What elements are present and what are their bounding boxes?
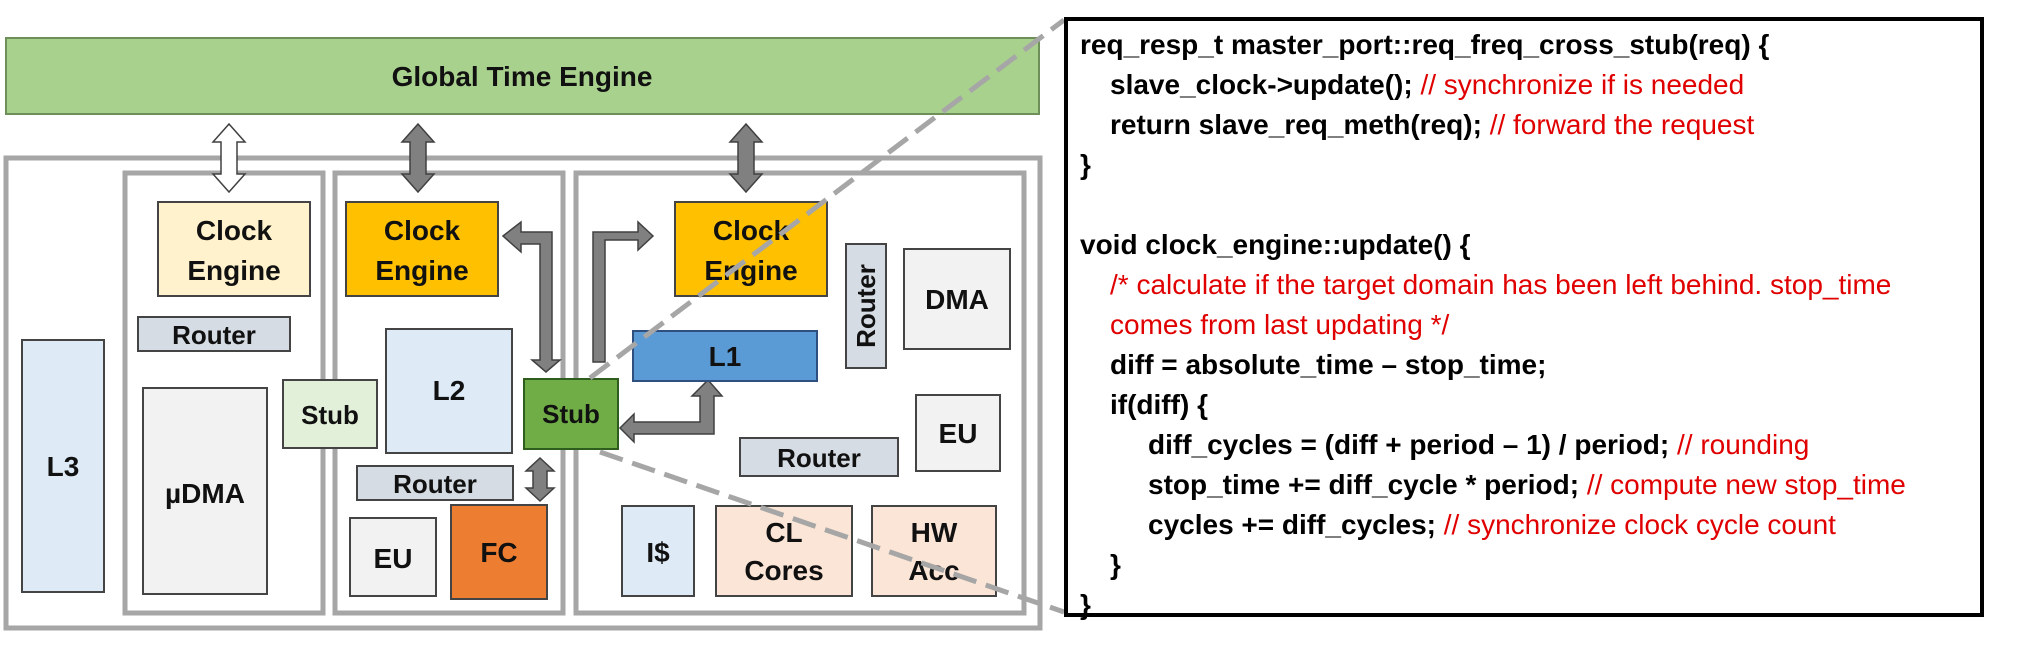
svg-text:Stub: Stub [542, 399, 600, 429]
code-comment: // forward the request [1489, 109, 1755, 140]
code-line: slave_clock->update(); // synchronize if… [1080, 65, 1980, 105]
svg-text:Clock: Clock [384, 215, 461, 246]
code-line: } [1080, 585, 1980, 625]
clock-engine-soc: Clock Engine [345, 201, 499, 297]
icache-block: I$ [621, 505, 695, 597]
svg-text:Router: Router [172, 320, 256, 350]
arrow-clock-engine-soc-to-stub [501, 220, 563, 373]
code-line: req_resp_t master_port::req_freq_cross_s… [1080, 25, 1980, 65]
svg-text:Clock: Clock [713, 215, 790, 246]
code-line: } [1080, 145, 1980, 185]
udma-block: µDMA [142, 387, 268, 595]
svg-text:Engine: Engine [704, 255, 797, 286]
code-text: return slave_req_meth(req); [1110, 109, 1490, 140]
code-text: req_resp_t master_port::req_freq_cross_s… [1080, 29, 1770, 60]
svg-text:L3: L3 [47, 451, 80, 482]
router-soc: Router [356, 465, 514, 501]
svg-text:Router: Router [777, 443, 861, 473]
router-udma: Router [137, 316, 291, 352]
code-line: stop_time += diff_cycle * period; // com… [1080, 465, 1980, 505]
code-line [1080, 185, 1980, 225]
svg-text:I$: I$ [646, 537, 670, 568]
l3-block: L3 [21, 339, 105, 593]
router-cluster: Router [739, 437, 899, 477]
callout-line-bottom [599, 449, 1065, 615]
clock-engine-udma: Clock Engine [157, 201, 311, 297]
code-text: } [1080, 149, 1091, 180]
double-arrow-gte-to-udma [211, 122, 247, 194]
svg-text:Acc: Acc [908, 555, 959, 586]
svg-text:Engine: Engine [375, 255, 468, 286]
code-text: diff_cycles = (diff + period – 1) / peri… [1148, 429, 1678, 460]
chip-outer-box [3, 155, 1043, 631]
code-line: if(diff) { [1080, 385, 1980, 425]
code-comment: // synchronize if is needed [1420, 69, 1745, 100]
code-comment: /* calculate if the target domain has be… [1110, 269, 1892, 300]
code-comment: // compute new stop_time [1586, 469, 1906, 500]
dma-block: DMA [903, 248, 1011, 350]
cl-cores-block: CL Cores [715, 505, 853, 597]
l2-block: L2 [385, 328, 513, 454]
callout-line-top [588, 18, 1066, 380]
svg-text:EU: EU [939, 418, 978, 449]
double-arrow-stub-to-router-soc [524, 456, 556, 503]
svg-text:HW: HW [911, 517, 958, 548]
code-text: diff = absolute_time – stop_time; [1110, 349, 1547, 380]
fc-block: FC [450, 504, 548, 600]
code-text: cycles += diff_cycles; [1148, 509, 1444, 540]
code-comment: // rounding [1677, 429, 1810, 460]
code-text: } [1110, 549, 1121, 580]
code-line: void clock_engine::update() { [1080, 225, 1980, 265]
svg-text:FC: FC [480, 537, 517, 568]
code-comment: // synchronize clock cycle count [1443, 509, 1836, 540]
code-line: } [1080, 545, 1980, 585]
eu-soc: EU [349, 517, 437, 597]
svg-text:L1: L1 [709, 341, 742, 372]
arrow-stub-to-clock-engine-cluster [592, 220, 655, 363]
code-line: diff = absolute_time – stop_time; [1080, 345, 1980, 385]
arrow-stub-to-l1 [618, 378, 724, 444]
svg-text:Router: Router [851, 264, 881, 348]
code-text: if(diff) { [1110, 389, 1208, 420]
svg-text:Clock: Clock [196, 215, 273, 246]
svg-text:Global Time Engine: Global Time Engine [392, 61, 653, 92]
svg-text:L2: L2 [433, 375, 466, 406]
global-time-engine: Global Time Engine [5, 37, 1040, 115]
code-line: diff_cycles = (diff + period – 1) / peri… [1080, 425, 1980, 465]
code-line: cycles += diff_cycles; // synchronize cl… [1080, 505, 1980, 545]
svg-text:Stub: Stub [301, 400, 359, 430]
svg-text:Router: Router [393, 469, 477, 499]
code-line: comes from last updating */ [1080, 305, 1980, 345]
code-panel: req_resp_t master_port::req_freq_cross_s… [1064, 17, 1984, 620]
svg-text:EU: EU [374, 543, 413, 574]
svg-text:µDMA: µDMA [165, 478, 245, 509]
svg-text:Cores: Cores [744, 555, 823, 586]
clock-engine-cluster: Clock Engine [674, 201, 828, 297]
code-text: stop_time += diff_cycle * period; [1148, 469, 1587, 500]
router-vertical: Router [845, 243, 887, 369]
code-line: /* calculate if the target domain has be… [1080, 265, 1980, 305]
code-text: slave_clock->update(); [1110, 69, 1421, 100]
svg-text:DMA: DMA [925, 284, 989, 315]
svg-text:Engine: Engine [187, 255, 280, 286]
code-line: return slave_req_meth(req); // forward t… [1080, 105, 1980, 145]
code-comment: comes from last updating */ [1110, 309, 1450, 340]
stub-udma-soc: Stub [282, 379, 378, 449]
code-text: } [1080, 589, 1091, 620]
code-text: void clock_engine::update() { [1080, 229, 1471, 260]
double-arrow-gte-to-cluster [728, 122, 764, 194]
stub-soc-cluster: Stub [523, 378, 619, 450]
l1-block: L1 [632, 330, 818, 382]
eu-cluster: EU [915, 394, 1001, 472]
double-arrow-gte-to-soc [400, 122, 436, 194]
